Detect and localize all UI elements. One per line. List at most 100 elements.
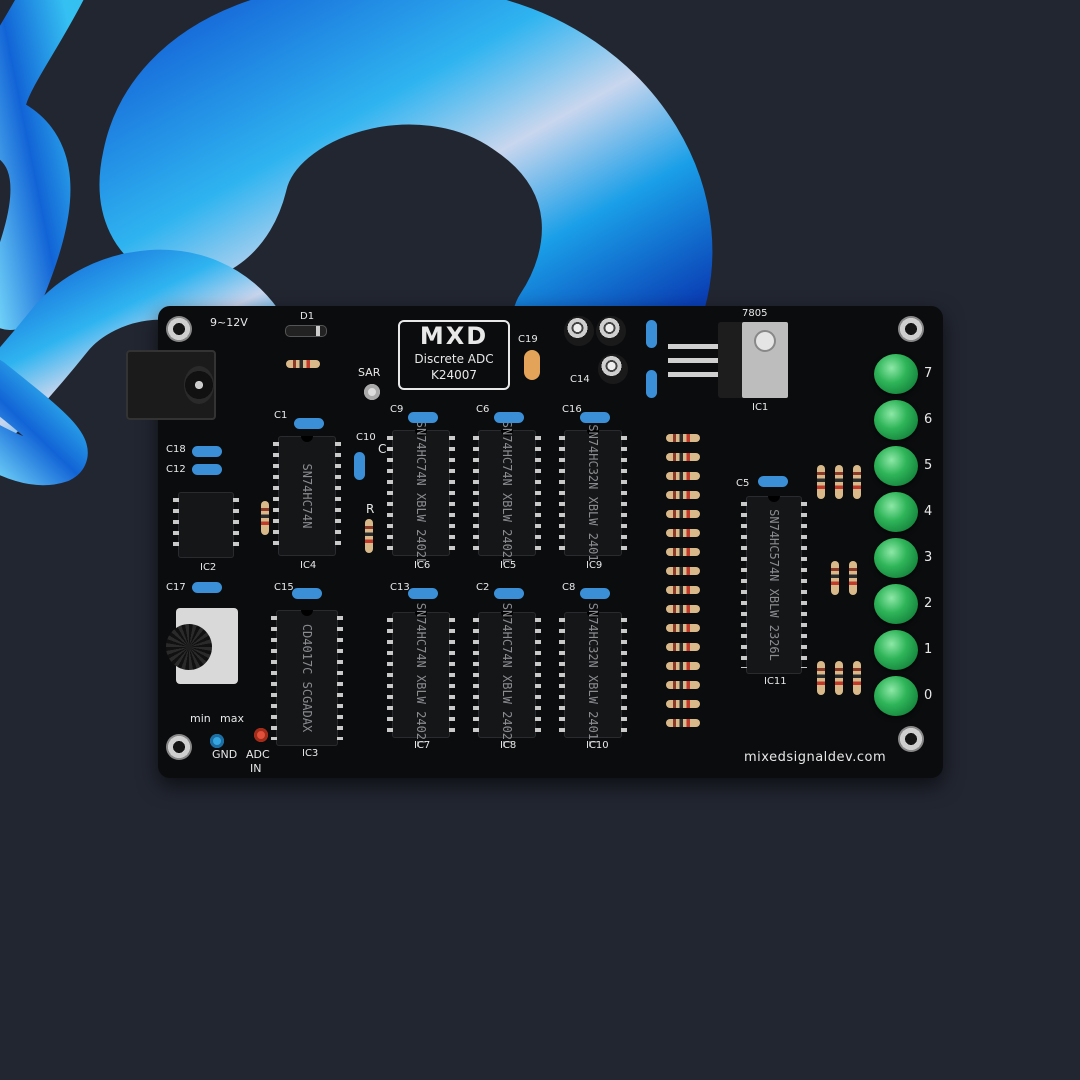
ladder-resistor: [666, 643, 700, 651]
status-led: [874, 354, 918, 394]
website-label: mixedsignaldev.com: [744, 750, 887, 765]
r-label: R: [366, 502, 375, 516]
led-bit-label: 4: [924, 504, 933, 519]
chip-ref-label: IC9: [586, 560, 603, 571]
capacitor: [408, 412, 438, 423]
resistor: [835, 465, 843, 499]
resistor-ladder: [652, 434, 714, 742]
chip-marking: SN74HC74N XBLW 2402L: [500, 420, 514, 566]
cap-label: C15: [274, 582, 294, 593]
logo-mark: MXD: [419, 322, 489, 350]
resistor: [849, 561, 857, 595]
mounting-hole: [898, 316, 924, 342]
capacitor: [494, 588, 524, 599]
ladder-resistor: [666, 719, 700, 727]
chip-marking: SN74HC32N XBLW 2401L: [586, 602, 600, 748]
chip-ref-label: IC8: [500, 740, 517, 751]
resistor: [853, 661, 861, 695]
resistor: [261, 501, 269, 535]
chip-ref-label: IC3: [302, 748, 319, 759]
ladder-resistor: [666, 700, 700, 708]
c-label: C: [378, 442, 387, 456]
cap-label: C1: [274, 410, 288, 421]
ladder-resistor: [666, 453, 700, 461]
capacitor: [758, 476, 788, 487]
status-led: [874, 400, 918, 440]
chip-ref-label: IC6: [414, 560, 431, 571]
ladder-resistor: [666, 605, 700, 613]
resistor: [817, 661, 825, 695]
ic6-chip: SN74HC74N XBLW 2402L: [387, 421, 455, 565]
resistor: [853, 465, 861, 499]
adc-circuit-board: 9~12V D1 SAR MXD Discrete ADC K24007 C19…: [126, 306, 943, 778]
chip-marking: SN74HC74N: [300, 463, 314, 529]
power-voltage-label: 9~12V: [210, 316, 248, 329]
logo-title: Discrete ADC: [414, 352, 494, 366]
mounting-hole: [166, 734, 192, 760]
ladder-resistor: [666, 681, 700, 689]
cap-label: C2: [476, 582, 490, 593]
chip-marking: SN74HC74N XBLW 2402L: [414, 420, 428, 566]
chip-ref-label: IC10: [586, 740, 609, 751]
capacitor: [192, 582, 222, 593]
led-bit-label: 5: [924, 458, 933, 473]
ic8-chip: SN74HC74N XBLW 2402L: [473, 603, 541, 747]
capacitor: [580, 412, 610, 423]
resistor: [817, 465, 825, 499]
resistor: [835, 661, 843, 695]
logo-box: MXD Discrete ADC K24007: [398, 320, 510, 390]
resistor: [365, 519, 373, 553]
sar-label: SAR: [358, 366, 381, 379]
ic9-chip: SN74HC32N XBLW 2401: [559, 424, 627, 562]
capacitor: [408, 588, 438, 599]
capacitor: [294, 418, 324, 429]
electrolytic-capacitor: [564, 316, 594, 346]
ic1-label: IC1: [752, 402, 769, 413]
chip-marking: SN74HC74N XBLW 2402L: [414, 602, 428, 748]
ladder-resistor: [666, 586, 700, 594]
ladder-resistor: [666, 472, 700, 480]
ic4-chip: SN74HC74N: [273, 436, 341, 556]
chip-marking: SN74HC74N XBLW 2402L: [500, 602, 514, 748]
adc-in-label: IN: [250, 762, 262, 775]
potentiometer-knob[interactable]: [166, 608, 238, 684]
chip-ref-label: IC11: [764, 676, 787, 687]
capacitor: [192, 464, 222, 475]
pot-max-label: max: [220, 712, 244, 725]
cap-label: C17: [166, 582, 186, 593]
cap-label: C6: [476, 404, 490, 415]
cap-label: C9: [390, 404, 404, 415]
d1-label: D1: [300, 311, 315, 322]
chip-marking: SN74HC574N XBLW 2326L: [767, 509, 781, 661]
ladder-resistor: [666, 624, 700, 632]
status-led: [874, 538, 918, 578]
dc-power-jack[interactable]: [126, 350, 216, 420]
resistor: [831, 561, 839, 595]
led-bit-label: 6: [924, 412, 933, 427]
gnd-test-point[interactable]: [210, 734, 224, 748]
regulator-leads: [668, 344, 718, 378]
chip-ref-label: IC4: [300, 560, 317, 571]
led-bit-label: 1: [924, 642, 933, 657]
cap-label: C16: [562, 404, 582, 415]
test-point[interactable]: [364, 384, 380, 400]
voltage-regulator: [718, 322, 788, 398]
status-led: [874, 446, 918, 486]
adc-label: ADC: [246, 748, 270, 761]
cap-label: C8: [562, 582, 576, 593]
ladder-resistor: [666, 662, 700, 670]
adc-in-test-point[interactable]: [254, 728, 268, 742]
cap-label: C5: [736, 478, 750, 489]
ic7-chip: SN74HC74N XBLW 2402L: [387, 603, 455, 747]
capacitor: [354, 452, 365, 480]
ic2-label: IC2: [200, 562, 217, 573]
capacitor-c19: [524, 350, 540, 380]
chip-ref-label: IC7: [414, 740, 431, 751]
logo-model: K24007: [430, 368, 478, 382]
chip-ref-label: IC5: [500, 560, 517, 571]
capacitor: [494, 412, 524, 423]
chip-marking: SN74HC32N XBLW 2401: [586, 424, 600, 562]
cap-label: C13: [390, 582, 410, 593]
